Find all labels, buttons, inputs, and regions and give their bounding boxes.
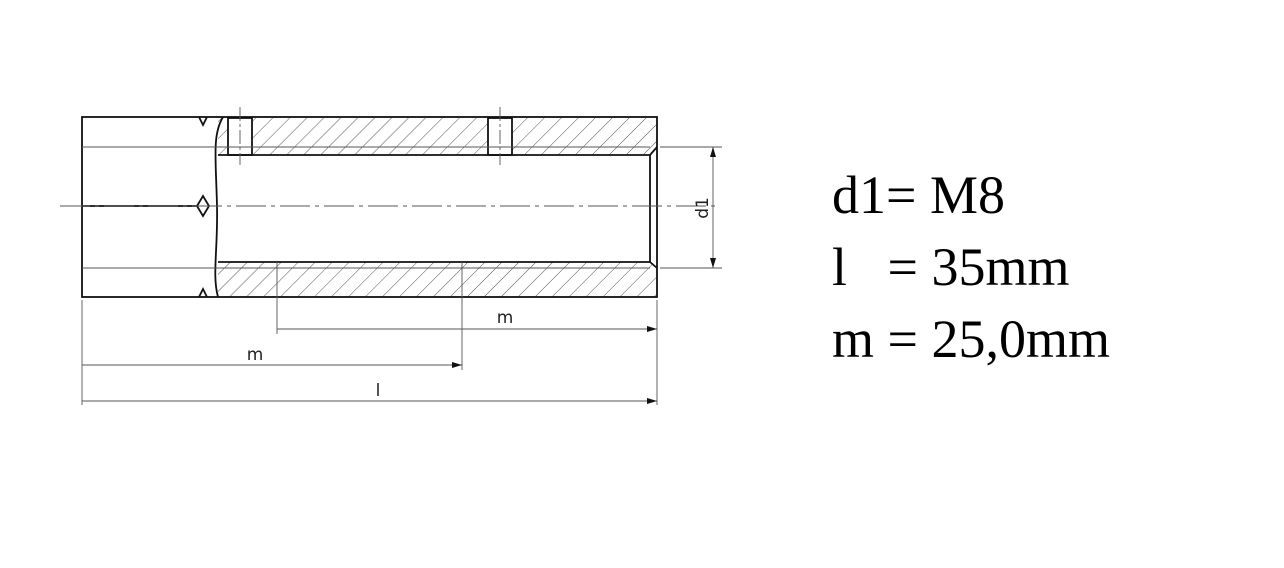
thin-lines (60, 107, 722, 405)
spec-m: m = 25,0mm (832, 309, 1110, 369)
dim-label-l: l (376, 381, 381, 401)
arrowheads (452, 147, 716, 404)
hatched-wall (218, 118, 657, 297)
dim-label-m-top: m (497, 308, 514, 328)
spec-d1: d1= M8 (832, 165, 1005, 225)
spec-l: l = 35mm (832, 237, 1070, 297)
break-marker (195, 194, 211, 218)
dim-label-d1: d1 (693, 197, 713, 219)
dim-label-m-bottom: m (247, 345, 264, 365)
